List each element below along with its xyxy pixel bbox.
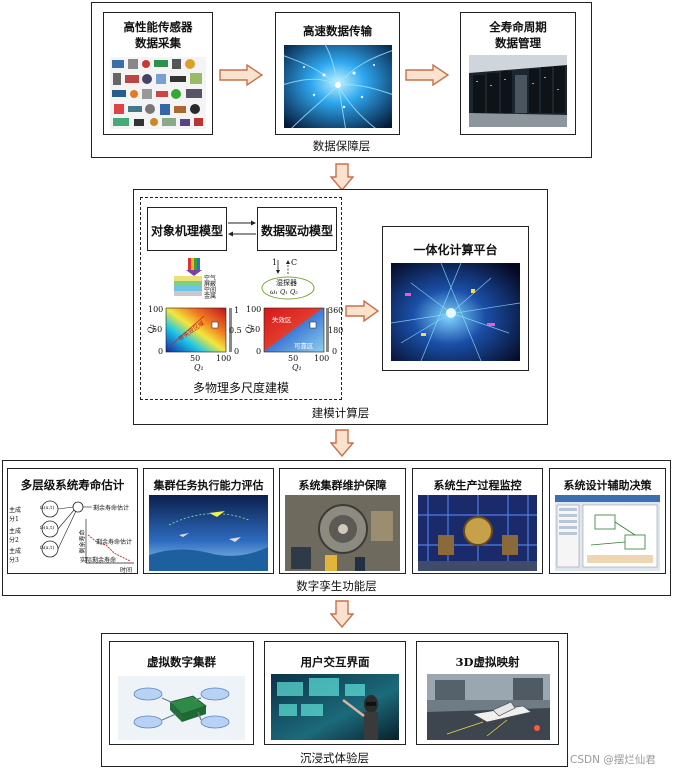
node-label-2: f₂(x,t): [40, 525, 55, 531]
arrow-down-1: [330, 163, 354, 191]
chart1-x-tick-2: 100: [216, 354, 232, 363]
chart1-y-tick-bottom: 0: [158, 347, 164, 356]
actual-remaining-life: 实际剩余寿命: [80, 557, 117, 564]
user-interface-title: 用户交互界面: [300, 655, 370, 669]
user-interface-image: [271, 674, 399, 740]
chart1-y-tick-top: 100: [148, 305, 164, 314]
design-decision-image: [555, 495, 660, 571]
chart2-inner-bottom: 可靠区: [294, 342, 314, 350]
3d-mapping-image: [427, 674, 550, 740]
mission-capability-card: 集群任务执行能力评估: [143, 468, 274, 574]
stack-label-2: 屏蔽: [204, 281, 217, 288]
data-model-box: 数据驱动模型: [257, 207, 337, 251]
chart2-x-tick-2: 100: [314, 354, 330, 363]
user-interface-card: 用户交互界面: [264, 641, 406, 745]
chart1-right-tick-top: 1: [234, 306, 240, 315]
multi-physics-label: 多物理多尺度建模: [192, 381, 289, 395]
management-title-2: 数据管理: [495, 36, 541, 50]
chart2-arrow-label-1: 1: [272, 258, 278, 267]
detector-label: 湿探器: [276, 279, 297, 287]
arrow-down-3: [330, 600, 354, 628]
computing-platform-image: [391, 263, 520, 361]
transmission-card: 高速数据传输: [275, 12, 400, 135]
mission-capability-image: [149, 495, 268, 571]
stack-label-3: 空间: [204, 287, 217, 294]
chart2-inner-top: 失效区: [272, 316, 292, 324]
management-title-1: 全寿命周期: [489, 20, 547, 34]
chart2-right-tick-top: 360: [328, 306, 344, 315]
virtual-cluster-card: 虚拟数字集群: [109, 641, 254, 745]
modeling-layer-label: 建模计算层: [311, 406, 370, 420]
function-layer-label: 数字孪生功能层: [296, 579, 377, 593]
virtual-cluster-image: [118, 676, 245, 740]
data-layer-label: 数据保障层: [312, 139, 371, 153]
chart2-y-tick-bottom: 0: [256, 347, 262, 356]
chart2-x-axis-label: Q₁: [292, 363, 302, 372]
chart1-x-tick-1: 50: [190, 354, 201, 363]
chart2-x-tick-1: 50: [288, 354, 299, 363]
sensor-card: 高性能传感器 数据采集: [103, 12, 213, 135]
multi-physics-region: [140, 197, 342, 400]
chart2-right-tick-bottom: 0: [332, 347, 338, 356]
virtual-cluster-title: 虚拟数字集群: [147, 655, 216, 669]
production-monitor-image: [418, 495, 537, 571]
sensor-collage-image: [110, 57, 206, 129]
chart2-arrow-label-2: C: [291, 258, 298, 267]
detector-vars: ω₁ Q₁ Q₂: [270, 288, 298, 296]
chart2-y-tick-mid: 50: [250, 325, 261, 334]
arrow-right-1: [219, 64, 263, 86]
chart2-y-axis-label: Q₁: [244, 323, 254, 334]
life-estimation-card: 多层级系统寿命估计 主成分1 主成分2 主成分3 f₁(x,t) f₂(x,t)…: [7, 468, 138, 574]
immersive-layer-label: 沉浸式体验层: [300, 751, 369, 765]
sensor-title-2: 数据采集: [135, 36, 181, 50]
3d-mapping-title: 3D虚拟映射: [455, 655, 520, 669]
remaining-life-est-1: 剩余寿命估计: [93, 505, 130, 512]
object-model-box: 对象机理模型: [147, 207, 227, 251]
maintenance-card: 系统集群维护保障: [279, 468, 406, 574]
time-axis: 时间: [120, 567, 133, 574]
production-monitor-card: 系统生产过程监控: [412, 468, 543, 574]
data-management-card: 全寿命周期 数据管理: [460, 12, 576, 135]
3d-mapping-card: 3D虚拟映射: [416, 641, 559, 745]
server-room-image: [469, 55, 567, 127]
physics-chart-left: 空气 屏蔽 空间 金属 非失效区域 100 50 0 Q₁ 50 100 Q₁ …: [146, 256, 242, 374]
maintenance-image: [285, 495, 400, 571]
csdn-watermark: CSDN @摆烂仙君: [570, 754, 656, 766]
design-decision-title: 系统设计辅助决策: [563, 479, 652, 492]
node-label-1: f₁(x,t): [40, 505, 55, 511]
chart2-y-tick-top: 100: [246, 305, 262, 314]
chart1-y-axis-label: Q₁: [146, 323, 156, 334]
design-decision-card: 系统设计辅助决策: [549, 468, 666, 574]
maintenance-title: 系统集群维护保障: [298, 479, 387, 492]
remaining-life-est-2: 剩余寿命估计: [96, 539, 133, 546]
chart1-right-tick-mid: 0.5: [229, 326, 242, 335]
subsystem-label-3: 主成分3: [9, 548, 22, 564]
life-estimation-title: 多层级系统寿命估计: [20, 478, 125, 492]
platform-title: 一体化计算平台: [413, 243, 498, 257]
physics-chart-right: 1 C 湿探器 ω₁ Q₁ Q₂ 失效区 可靠区 100 50 0 Q₁ 50 …: [244, 256, 344, 374]
sensor-title-1: 高性能传感器: [123, 20, 193, 34]
fiber-optic-image: [284, 45, 392, 128]
model-exchange-arrows: [228, 220, 256, 237]
node-label-3: f₃(x,t): [40, 545, 55, 551]
subsystem-label-1: 主成分1: [9, 507, 22, 523]
chart1-x-axis-label: Q₁: [194, 363, 204, 372]
chart1-right-tick-bottom: 0: [234, 347, 240, 356]
arrow-right-2: [405, 64, 449, 86]
transmission-title: 高速数据传输: [303, 24, 372, 38]
data-model-label: 数据驱动模型: [260, 224, 333, 238]
chart1-y-tick-mid: 50: [152, 325, 163, 334]
stack-label-4: 金属: [204, 293, 217, 300]
stack-label-1: 空气: [204, 275, 217, 282]
subsystem-label-2: 主成分2: [9, 528, 22, 544]
remaining-life-axis: 剩余寿命: [79, 529, 87, 554]
object-model-label: 对象机理模型: [150, 224, 223, 238]
chart2-right-tick-mid: 180: [328, 326, 344, 335]
production-monitor-title: 系统生产过程监控: [433, 479, 522, 492]
computing-platform-card: 一体化计算平台: [382, 226, 529, 371]
arrow-down-2: [330, 429, 354, 457]
mission-capability-title: 集群任务执行能力评估: [153, 479, 264, 492]
arrow-right-3: [345, 300, 379, 322]
